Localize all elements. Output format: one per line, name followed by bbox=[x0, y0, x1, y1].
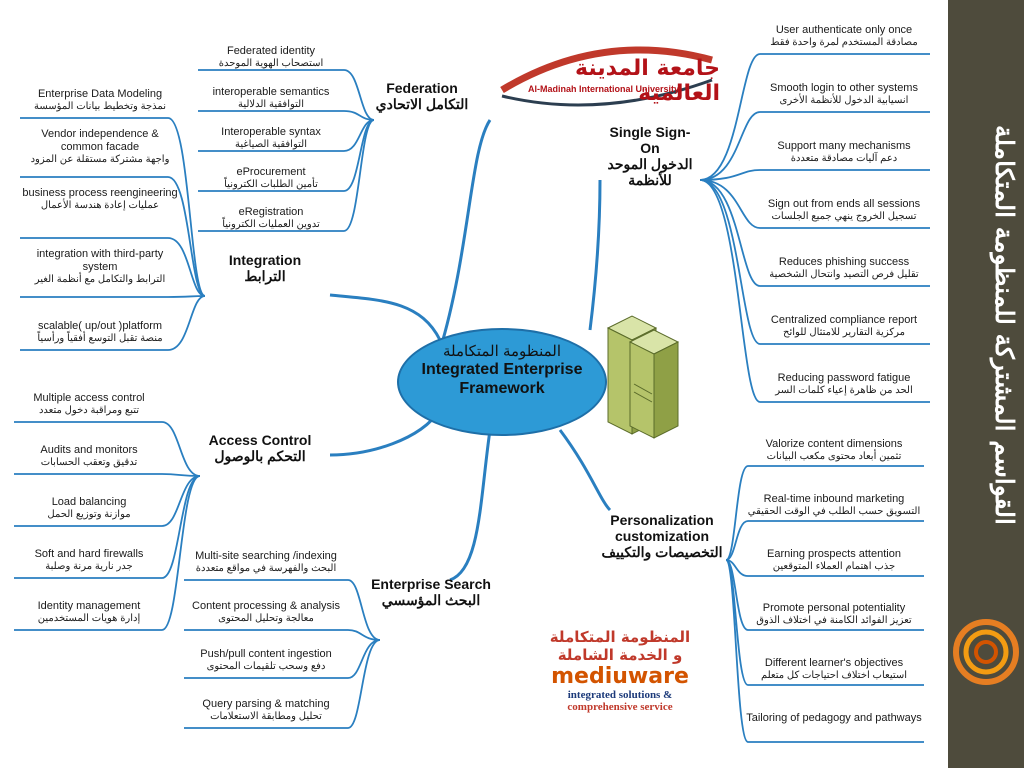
link-sso-item bbox=[699, 179, 930, 403]
link-center-federation bbox=[438, 119, 492, 351]
hub-integration: Integration الترابط bbox=[228, 252, 302, 285]
university-logo-ar: جامعة المدينة العالمية bbox=[575, 56, 720, 106]
link-integration-item bbox=[20, 295, 206, 298]
link-sso-item bbox=[699, 53, 930, 181]
mediuware-ar-line2: و الخدمة الشاملة bbox=[557, 646, 683, 664]
link-personal-item bbox=[725, 465, 924, 561]
link-center-integration bbox=[329, 293, 442, 341]
university-logo-swoosh-icon bbox=[500, 46, 713, 107]
mediuware-tagline2: comprehensive service bbox=[567, 701, 673, 713]
university-logo-en: Al-Madinah International University bbox=[528, 84, 680, 94]
mediuware-ar-line1: المنظومة المتكاملة bbox=[549, 628, 691, 646]
link-integration-item bbox=[20, 117, 206, 297]
center-node: المنظومة المتكاملة Integrated Enterprise… bbox=[397, 328, 607, 436]
center-node-en: Integrated Enterprise Framework bbox=[421, 361, 583, 398]
link-access-item bbox=[14, 475, 201, 527]
link-personal-item bbox=[725, 559, 924, 743]
link-search-item bbox=[184, 629, 381, 641]
link-sso-item bbox=[699, 169, 930, 181]
personal-item: Tailoring of pedagogy and pathways bbox=[746, 712, 922, 724]
mediuware-name: mediuware bbox=[551, 664, 689, 689]
swirl-logo-icon bbox=[953, 619, 1019, 685]
university-logo: جامعة المدينة العالمية Al-Madinah Intern… bbox=[492, 40, 720, 112]
link-search-item bbox=[184, 639, 381, 729]
center-node-ar: المنظومة المتكاملة bbox=[442, 343, 562, 360]
hub-personalization: Personalization customization التخصيصات … bbox=[601, 512, 723, 561]
link-search-item bbox=[184, 639, 381, 679]
link-center-search bbox=[449, 429, 492, 582]
mediuware-tagline1: integrated solutions & bbox=[567, 689, 673, 701]
link-integration-item bbox=[20, 237, 206, 297]
link-integration-item bbox=[20, 176, 206, 297]
link-access-item bbox=[14, 421, 201, 477]
link-personal-item bbox=[725, 520, 924, 561]
link-access-item bbox=[14, 473, 201, 477]
link-access-item bbox=[14, 475, 201, 631]
link-federation-item bbox=[198, 110, 375, 121]
link-sso-item bbox=[699, 179, 930, 229]
hub-access-control: Access Control التحكم بالوصول bbox=[208, 432, 312, 465]
link-sso-item bbox=[699, 179, 930, 345]
hub-federation-ar: التكامل الاتحادي bbox=[375, 96, 469, 113]
sidebar-title: القواسم المشتركة للمنظومة المتكاملة bbox=[990, 125, 1019, 525]
link-federation-item bbox=[198, 119, 375, 232]
link-sso-item bbox=[699, 179, 930, 287]
hub-single-sign-on: Single Sign-On الدخول الموحد للأنظمة bbox=[607, 124, 693, 189]
link-center-sso bbox=[588, 179, 602, 331]
mediuware-logo: المنظومة المتكاملة و الخدمة الشاملة medi… bbox=[520, 628, 720, 748]
link-search-item bbox=[184, 579, 381, 641]
server-stack-icon bbox=[606, 315, 680, 439]
hub-enterprise-search: Enterprise Search البحث المؤسسي bbox=[371, 576, 491, 609]
link-personal-item bbox=[725, 559, 924, 577]
link-center-personal bbox=[558, 429, 612, 512]
link-integration-item bbox=[20, 295, 206, 351]
hub-federation-en: Federation bbox=[386, 80, 458, 96]
hub-federation: Federation التكامل الاتحادي bbox=[362, 80, 482, 112]
link-sso-item bbox=[699, 111, 930, 181]
link-federation-item bbox=[198, 69, 375, 121]
